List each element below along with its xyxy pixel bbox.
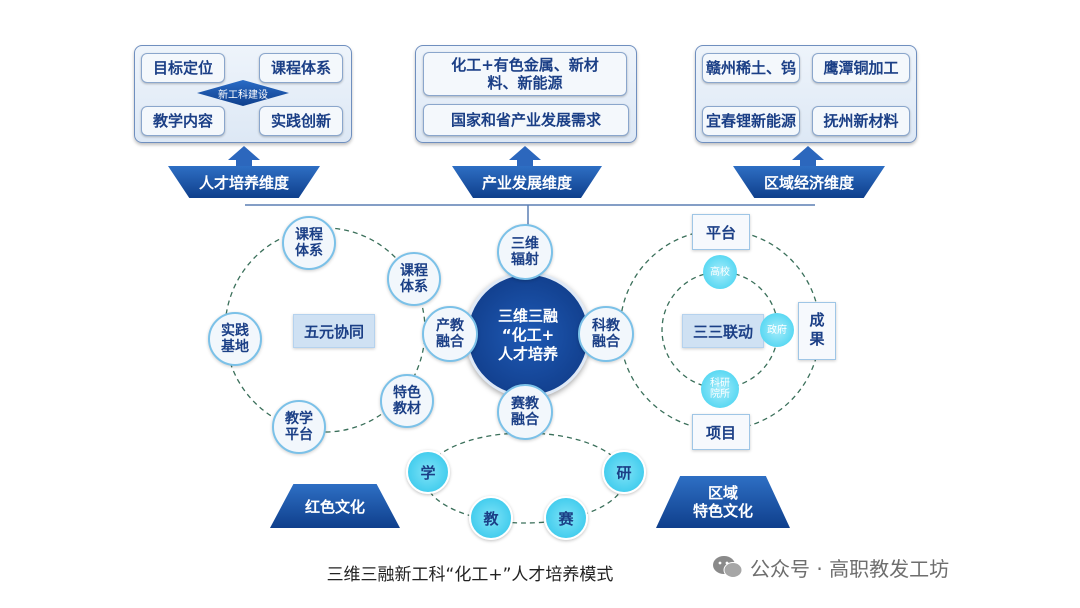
- competition-edu-node: 赛教 融合: [497, 384, 553, 440]
- yichun-cell: 宜春锂新能源: [702, 106, 800, 136]
- science-edu-node: 科教 融合: [578, 306, 634, 362]
- left-node-practice-base: 实践 基地: [208, 312, 262, 366]
- platform-text: 平台: [705, 223, 736, 242]
- fuzhou-cell: 抚州新材料: [812, 106, 910, 136]
- competition-edu-line-1: 赛教: [511, 396, 539, 412]
- left-node-textbook: 特色 教材: [380, 374, 434, 428]
- national-demand-cell: 国家和省产业发展需求: [423, 104, 629, 136]
- competition-edu-line-2: 融合: [511, 412, 539, 428]
- five-synergy-text: 五元协同: [303, 322, 364, 341]
- industry-dimension-banner: 产业发展维度: [452, 166, 602, 198]
- red-culture-text: 红色文化: [304, 497, 365, 516]
- left-node-course-2-line-1: 课程: [400, 263, 428, 279]
- university-text: 高校: [710, 266, 730, 278]
- research-institute-node: 科研 院所: [701, 370, 739, 408]
- industry-edu-line-1: 产教: [436, 318, 464, 334]
- three-linkage-label: 三三联动: [682, 314, 764, 348]
- yingtan-cell: 鹰潭铜加工: [812, 53, 910, 83]
- core-line-3: 人才培养: [497, 344, 558, 363]
- wechat-icon: [713, 556, 743, 578]
- left-node-teaching-platform: 教学 平台: [272, 400, 326, 454]
- compete-node: 赛: [544, 496, 588, 540]
- teaching-content-cell: 教学内容: [141, 106, 225, 136]
- goal-cell: 目标定位: [141, 53, 225, 83]
- regional-culture-banner: 区域 特色文化: [656, 476, 790, 528]
- talent-panel: 目标定位 课程体系 教学内容 实践创新 新工科建设: [134, 45, 352, 143]
- watermark-text: 公众号 · 高职教发工坊: [750, 556, 950, 581]
- research-text: 研: [616, 463, 632, 482]
- region-dimension-banner: 区域经济维度: [733, 166, 885, 198]
- new-engineering-label: 新工科建设: [218, 89, 268, 101]
- left-node-course-2-line-2: 体系: [400, 279, 428, 295]
- project-text: 项目: [705, 423, 736, 442]
- five-synergy-label: 五元协同: [293, 314, 375, 348]
- industry-panel: 化工+有色金属、新材料、新能源 国家和省产业发展需求: [415, 45, 637, 143]
- region-panel: 赣州稀土、钨 鹰潭铜加工 宜春锂新能源 抚州新材料: [695, 45, 917, 143]
- radiation-line-1: 三维: [511, 236, 539, 252]
- industry-edu-line-2: 融合: [436, 334, 464, 350]
- research-line-1: 科研: [710, 378, 730, 389]
- left-node-course-1-line-1: 课程: [295, 227, 323, 243]
- watermark: 公众号 · 高职教发工坊: [712, 552, 949, 582]
- talent-dimension-label: 人才培养维度: [198, 173, 289, 192]
- achievement-box: 成果: [798, 302, 836, 360]
- core-circle: 三维三融 “化工+ 人才培养: [465, 272, 591, 398]
- teach-text: 教: [483, 509, 499, 528]
- ganzhou-cell: 赣州稀土、钨: [702, 53, 800, 83]
- left-node-course-1: 课程 体系: [282, 216, 336, 270]
- red-culture-banner: 红色文化: [270, 484, 400, 528]
- government-node: 政府: [760, 313, 794, 347]
- practice-innovation-cell: 实践创新: [259, 106, 343, 136]
- project-box: 项目: [692, 414, 750, 450]
- research-line-2: 院所: [710, 389, 730, 400]
- core-line-1: 三维三融: [497, 306, 558, 325]
- science-edu-line-1: 科教: [592, 318, 620, 334]
- practice-base-line-2: 基地: [221, 339, 249, 355]
- platform-box: 平台: [692, 214, 750, 250]
- left-node-course-1-line-2: 体系: [295, 243, 323, 259]
- learn-node: 学: [406, 450, 450, 494]
- industry-fields-cell: 化工+有色金属、新材料、新能源: [423, 52, 627, 96]
- region-dimension-label: 区域经济维度: [763, 173, 854, 192]
- radiation-line-2: 辐射: [511, 252, 539, 268]
- core-line-2: “化工+: [501, 325, 555, 344]
- university-node: 高校: [703, 255, 737, 289]
- textbook-line-1: 特色: [393, 385, 421, 401]
- research-node: 研: [602, 450, 646, 494]
- three-linkage-text: 三三联动: [692, 322, 753, 341]
- industry-edu-node: 产教 融合: [422, 306, 478, 362]
- teach-node: 教: [469, 496, 513, 540]
- left-node-course-2: 课程 体系: [387, 252, 441, 306]
- three-dim-radiation-node: 三维 辐射: [497, 224, 553, 280]
- government-text: 政府: [767, 324, 787, 336]
- talent-dimension-banner: 人才培养维度: [168, 166, 320, 198]
- textbook-line-2: 教材: [393, 401, 421, 417]
- regional-culture-line-2: 特色文化: [692, 502, 753, 520]
- teaching-platform-line-1: 教学: [285, 411, 313, 427]
- diagram-caption: 三维三融新工科“化工+”人才培养模式: [326, 565, 614, 585]
- practice-base-line-1: 实践: [221, 323, 249, 339]
- industry-dimension-label: 产业发展维度: [481, 173, 572, 192]
- course-system-cell: 课程体系: [259, 53, 343, 83]
- compete-text: 赛: [558, 509, 574, 528]
- achievement-text: 成果: [807, 312, 826, 350]
- science-edu-line-2: 融合: [592, 334, 620, 350]
- learn-text: 学: [420, 463, 436, 482]
- teaching-platform-line-2: 平台: [285, 427, 313, 443]
- regional-culture-line-1: 区域: [707, 484, 738, 502]
